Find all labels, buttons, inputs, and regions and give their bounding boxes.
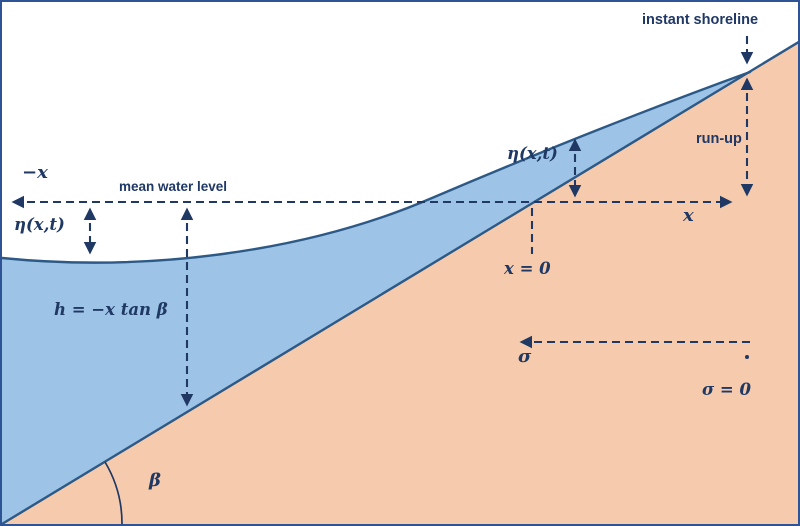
beta-angle-arc (104, 461, 123, 524)
beta-label: β (149, 470, 161, 491)
eta-left-label: η(x,t) (14, 215, 65, 234)
mean-water-level-label: mean water level (119, 179, 228, 194)
runup-label: run-up (696, 131, 742, 147)
instant-shoreline-label: instant shoreline (642, 12, 759, 28)
neg-x-axis-label: −x (22, 162, 48, 183)
eta-right-label: η(x,t) (507, 144, 558, 163)
depth-formula-label: h = −x tan β (54, 300, 168, 319)
sigma-origin-label: σ = 0 (702, 380, 751, 399)
beach-slope-line (2, 41, 798, 524)
x-axis-label: x (683, 205, 694, 226)
x-origin-label: x = 0 (504, 259, 551, 278)
sigma-axis-label: σ (518, 346, 532, 367)
sigma-origin-dot (745, 355, 749, 359)
